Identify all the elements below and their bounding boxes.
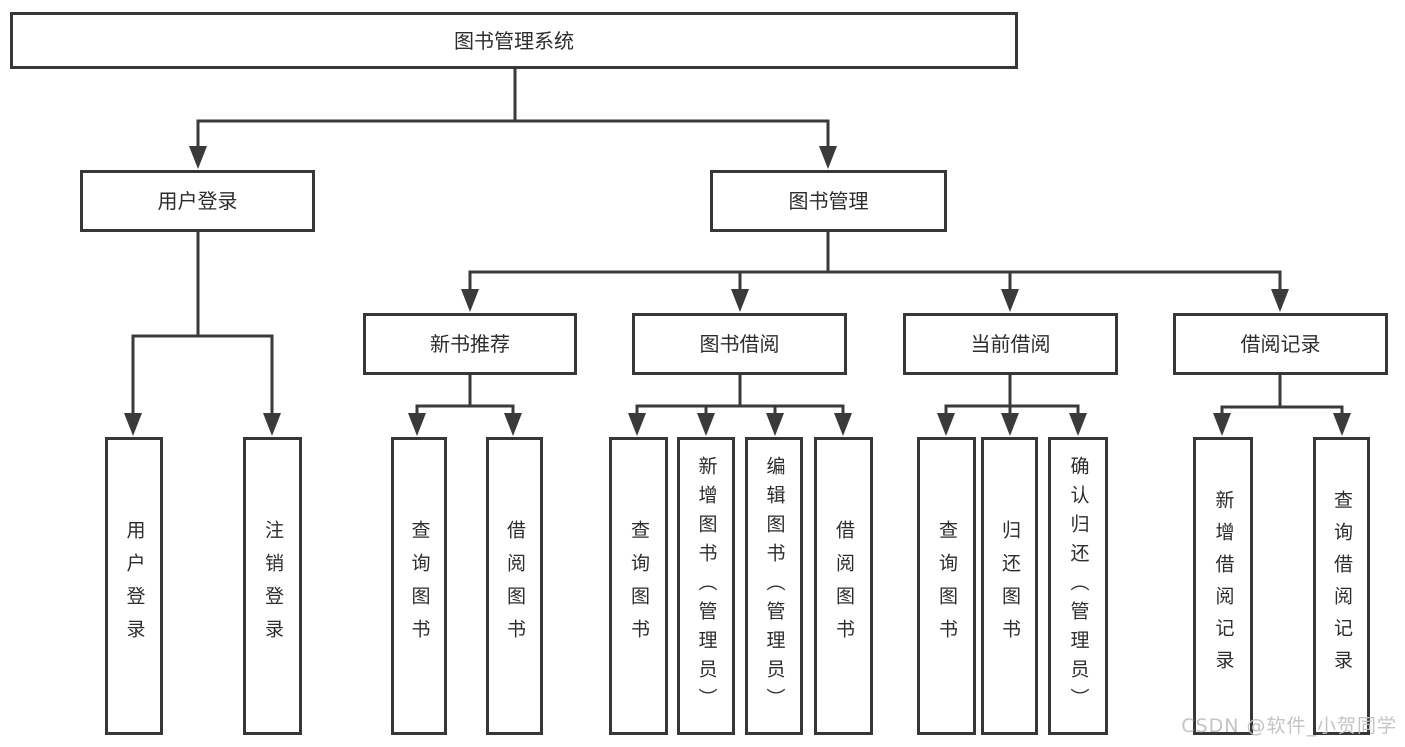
leaf-bb-borrow-books-label: 借阅图书 (833, 520, 855, 652)
connector-new-rec-rail (415, 404, 515, 415)
arrow-leaf-bb-add (697, 413, 715, 436)
arrow-leaf-bb-edit (766, 413, 784, 436)
node-book-borrow-label: 图书借阅 (699, 332, 780, 356)
connector-level3-rail (468, 270, 1282, 293)
leaf-bb-add-books-label: 新增图书（管理员） (695, 455, 718, 717)
connector-records-rail (1220, 405, 1344, 415)
node-borrow-records-label: 借阅记录 (1240, 332, 1321, 356)
leaf-br-add-record: 新增借阅记录 (1193, 437, 1253, 735)
connector-level2-rail (196, 119, 830, 150)
leaf-cb-return-books-label: 归还图书 (999, 520, 1021, 652)
arrow-leaf-logout (263, 413, 281, 436)
arrow-leaf-br-query (1333, 413, 1351, 436)
arrow-book-mgmt (819, 146, 837, 169)
leaf-bb-query-books: 查询图书 (609, 437, 668, 735)
node-book-borrow: 图书借阅 (632, 313, 847, 375)
arrow-leaf-br-add (1213, 413, 1231, 436)
arrow-leaf-nb-borrow (504, 413, 522, 436)
connector-book-borrow-rail (635, 404, 845, 415)
leaf-nb-borrow-books: 借阅图书 (486, 437, 543, 735)
node-root: 图书管理系统 (10, 12, 1018, 69)
arrow-leaf-bb-query (628, 413, 646, 436)
leaf-cb-query-books-label: 查询图书 (936, 520, 958, 652)
arrow-leaf-user-login (124, 413, 142, 436)
arrow-new-rec (461, 289, 479, 312)
connector-current-borrow-rail (944, 404, 1080, 415)
leaf-logout-label: 注销登录 (262, 520, 284, 652)
node-root-label: 图书管理系统 (454, 28, 574, 53)
leaf-br-query-record: 查询借阅记录 (1313, 437, 1370, 735)
node-book-management: 图书管理 (710, 170, 947, 232)
arrow-leaf-nb-query (408, 413, 426, 436)
node-user-login: 用户登录 (80, 170, 315, 232)
leaf-bb-borrow-books: 借阅图书 (814, 437, 873, 735)
connector-user-login-rail (131, 334, 274, 415)
arrow-leaf-cb-confirm (1069, 413, 1087, 436)
arrow-leaf-bb-borrow (834, 413, 852, 436)
leaf-bb-query-books-label: 查询图书 (628, 520, 650, 652)
node-user-login-label: 用户登录 (157, 189, 238, 213)
leaf-nb-query-books-label: 查询图书 (408, 520, 431, 652)
leaf-cb-query-books: 查询图书 (917, 437, 976, 735)
arrow-leaf-cb-return (1001, 413, 1019, 436)
leaf-br-add-record-label: 新增借阅记录 (1212, 490, 1235, 682)
arrow-book-borrow (731, 289, 749, 312)
leaf-logout: 注销登录 (243, 437, 302, 735)
leaf-cb-return-books: 归还图书 (981, 437, 1038, 735)
leaf-nb-borrow-books-label: 借阅图书 (504, 520, 526, 652)
node-new-book-recommend-label: 新书推荐 (430, 332, 510, 356)
leaf-user-login-label: 用户登录 (123, 520, 146, 652)
leaf-bb-add-books: 新增图书（管理员） (677, 437, 735, 735)
leaf-cb-confirm-return: 确认归还（管理员） (1048, 437, 1108, 735)
arrow-current-borrow (1001, 289, 1019, 312)
leaf-user-login: 用户登录 (105, 437, 163, 735)
node-book-management-label: 图书管理 (788, 189, 869, 213)
arrow-leaf-cb-query (937, 413, 955, 436)
leaf-nb-query-books: 查询图书 (391, 437, 447, 735)
arrow-records (1271, 289, 1289, 312)
node-current-borrow: 当前借阅 (903, 313, 1118, 375)
leaf-bb-edit-books-label: 编辑图书（管理员） (763, 455, 786, 717)
arrowheads (124, 146, 1351, 436)
node-current-borrow-label: 当前借阅 (970, 332, 1051, 356)
leaf-br-query-record-label: 查询借阅记录 (1331, 490, 1353, 682)
arrow-user-login (189, 146, 207, 169)
node-new-book-recommend: 新书推荐 (363, 313, 577, 375)
leaf-bb-edit-books: 编辑图书（管理员） (745, 437, 803, 735)
csdn-watermark: CSDN @软件_小贺同学 (1181, 715, 1397, 737)
node-borrow-records: 借阅记录 (1173, 313, 1388, 375)
leaf-cb-confirm-return-label: 确认归还（管理员） (1067, 455, 1090, 717)
